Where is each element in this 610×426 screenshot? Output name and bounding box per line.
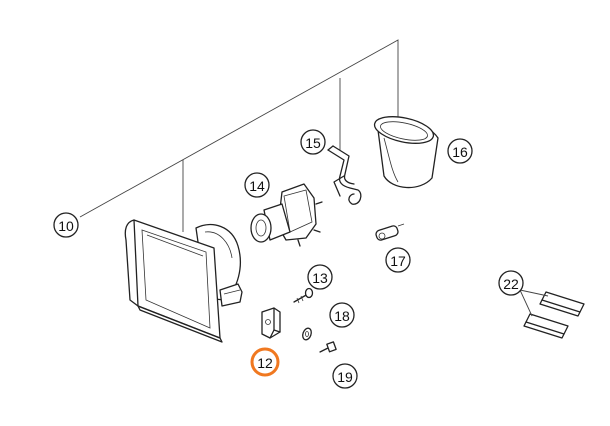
callout-10-label: 10 xyxy=(58,218,74,234)
callout-16-label: 16 xyxy=(452,144,468,160)
bracket xyxy=(261,307,281,339)
adhesive-pads xyxy=(519,289,585,339)
callout-12-ring xyxy=(250,347,280,377)
callout-14-ring xyxy=(244,172,270,198)
bolt xyxy=(319,341,337,353)
callout-15-ring xyxy=(300,129,326,155)
callout-12-label: 12 xyxy=(257,355,273,371)
callout-19[interactable]: 19 xyxy=(332,363,358,389)
callout-18[interactable]: 18 xyxy=(329,302,355,328)
parking-bulb xyxy=(375,223,405,241)
callout-10-ring xyxy=(53,212,79,238)
leader-line-main xyxy=(79,39,399,218)
callout-17-label: 17 xyxy=(390,253,406,269)
spring-clip xyxy=(327,145,362,205)
callout-22-label: 22 xyxy=(503,276,519,292)
callout-12[interactable]: 12 xyxy=(250,347,280,377)
callout-10[interactable]: 10 xyxy=(53,212,79,238)
callout-13-ring xyxy=(307,264,333,290)
callout-13[interactable]: 13 xyxy=(307,264,333,290)
callout-15[interactable]: 15 xyxy=(300,129,326,155)
callout-19-ring xyxy=(332,363,358,389)
callout-18-ring xyxy=(329,302,355,328)
callout-16-ring xyxy=(447,138,473,164)
callout-14[interactable]: 14 xyxy=(244,172,270,198)
callout-18-label: 18 xyxy=(334,308,350,324)
callout-16[interactable]: 16 xyxy=(447,138,473,164)
leader-lines xyxy=(79,39,399,232)
callout-13-label: 13 xyxy=(312,270,328,286)
callout-17[interactable]: 17 xyxy=(385,247,411,273)
callout-19-label: 19 xyxy=(337,369,353,385)
rubber-boot xyxy=(373,116,439,189)
callout-22-ring xyxy=(498,270,524,296)
bulb-h4 xyxy=(250,183,323,247)
callout-17-ring xyxy=(385,247,411,273)
callout-14-label: 14 xyxy=(249,178,265,194)
screw xyxy=(293,287,314,304)
washer xyxy=(302,327,312,341)
headlight-unit xyxy=(124,219,243,343)
callout-22[interactable]: 22 xyxy=(498,270,524,296)
callout-15-label: 15 xyxy=(305,135,321,151)
